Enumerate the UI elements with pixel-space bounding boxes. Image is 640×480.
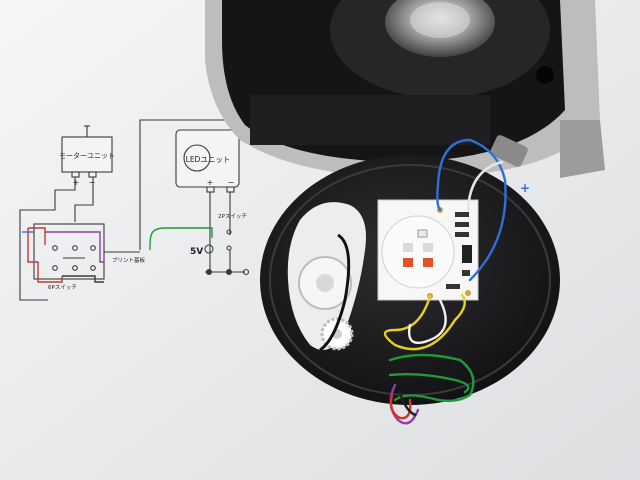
led-minus-label: −: [228, 178, 235, 187]
switch-2p-contact: [226, 245, 232, 251]
lens-highlight: [410, 2, 470, 38]
switch-2p-label: 2Pスイッチ: [218, 213, 247, 220]
junction-dot: [205, 268, 213, 276]
led-pcb-ring: [381, 215, 455, 289]
motor-unit-box: [61, 136, 113, 173]
led-terminal-minus: [226, 186, 235, 193]
connector-plus-label: +: [520, 181, 530, 195]
resistor: [455, 232, 469, 237]
blue-wire: [436, 138, 507, 282]
voltage-label: 5V: [190, 247, 203, 257]
switch-6p-contact: [90, 265, 96, 271]
led-chip-red: [423, 258, 433, 267]
white-loop-wire: [408, 298, 447, 345]
connector-post: [490, 135, 528, 167]
ic-chip: [462, 245, 472, 263]
switch-2p-contact: [226, 229, 232, 235]
led-chip-red: [403, 258, 413, 267]
led-plus-label: +: [207, 178, 214, 187]
switch-6p-label: 6Pスイッチ: [48, 284, 77, 291]
led-unit-label: LEDユニット: [186, 155, 231, 164]
black-wire: [398, 390, 417, 417]
drive-belt: [319, 233, 351, 352]
led-terminal-plus: [206, 186, 215, 193]
housing-rim: [250, 95, 490, 145]
green-wire: [388, 353, 475, 403]
switch-6p-contact: [72, 245, 78, 251]
resistor: [446, 284, 460, 289]
wire-top-loop: [139, 119, 250, 250]
led-chip: [423, 243, 433, 252]
circuit-schematic: [19, 119, 250, 301]
junction-dot: [225, 268, 233, 276]
wire-motor-minus: [74, 177, 94, 222]
white-wire: [466, 160, 504, 212]
purple-wire-trace: [45, 231, 104, 263]
red-wire-trace: [27, 227, 63, 283]
battery-terminal: [204, 244, 214, 254]
junction-dot: [242, 268, 250, 276]
motor-terminal-plus: [71, 171, 80, 178]
motor-terminal-minus: [88, 171, 97, 178]
switch-6p-contact: [52, 245, 58, 251]
lamp-housing: [205, 0, 605, 178]
base-disc: +: [260, 135, 560, 405]
schematic-colored-wires: [22, 227, 213, 283]
resistor: [455, 222, 469, 227]
switch-6p-contact: [72, 265, 78, 271]
resistor: [462, 270, 470, 276]
resistor: [455, 212, 469, 217]
led-symbol: [183, 144, 211, 172]
led-chip: [403, 243, 413, 252]
green-wire-loop: [388, 373, 470, 394]
wire-motor-plus: [19, 177, 76, 301]
green-wire-trace: [149, 227, 213, 251]
black-wire-trace: [62, 275, 104, 283]
device-wires: [383, 138, 507, 425]
motor-plus-label: +: [73, 178, 80, 187]
housing-side-tab: [560, 120, 605, 178]
motor-minus-label: −: [89, 178, 96, 187]
large-gear-hub: [316, 274, 334, 292]
solder-pad: [465, 290, 471, 296]
board-label: プリント基板: [112, 256, 146, 264]
led-chip: [417, 229, 428, 238]
switch-6p-contact: [90, 245, 96, 251]
switch-6p-contact: [52, 265, 58, 271]
screw-hole: [536, 66, 554, 84]
motor-unit-label: モーターユニット: [59, 151, 115, 160]
yellow-wire: [383, 293, 466, 351]
